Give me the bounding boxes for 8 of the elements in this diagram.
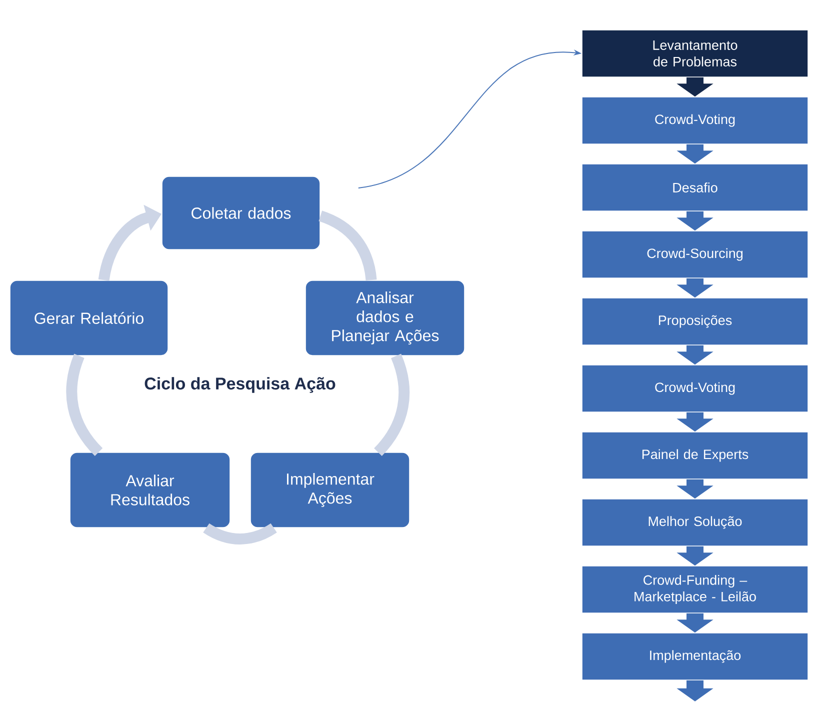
process-box: Levantamento de Problemas xyxy=(582,30,808,78)
process-box: Implementar Ações xyxy=(250,452,410,528)
cycle-label: Ciclo da Pesquisa Ação xyxy=(144,377,336,393)
process-box: Avaliar Resultados xyxy=(70,452,230,528)
process-box: Gerar Relatório xyxy=(10,280,168,356)
process-box: Crowd-Voting xyxy=(582,96,808,144)
process-box: Analisar dados e Planejar Ações xyxy=(305,280,465,356)
process-box: Coletar dados xyxy=(162,176,320,250)
